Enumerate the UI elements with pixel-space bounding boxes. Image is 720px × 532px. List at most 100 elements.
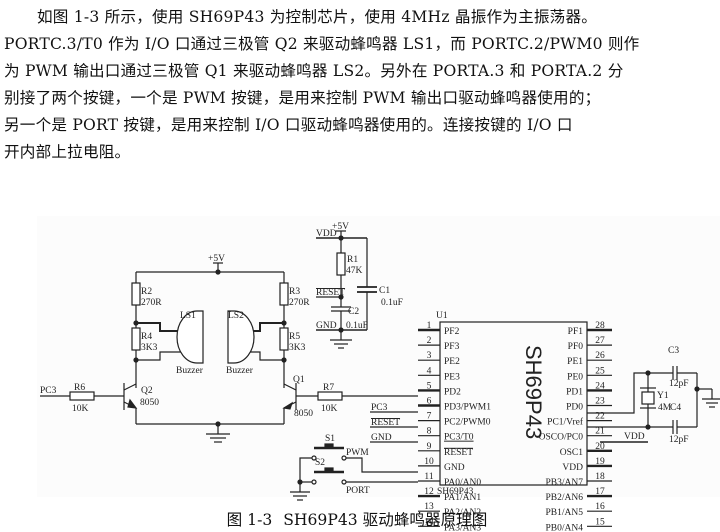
label-reset-net: RESET xyxy=(316,288,345,298)
resistor-r1 xyxy=(336,252,346,276)
label-q2-value: 8050 xyxy=(140,398,159,408)
pin-name: PD2 xyxy=(444,387,461,397)
pin-name: OSC1 xyxy=(560,448,583,458)
label-gnd: GND xyxy=(316,321,337,331)
label-s2-net: PORT xyxy=(346,486,370,496)
pin-name: PE2 xyxy=(444,357,460,367)
crystal-y1 xyxy=(641,391,655,405)
label-q1-value: 8050 xyxy=(294,409,313,419)
label-c4-ref: C4 xyxy=(670,403,681,413)
label-r1-value: 47K xyxy=(346,266,363,276)
label-r6-value: 10K xyxy=(72,404,89,414)
pin-name: PC2/PWM0 xyxy=(444,418,491,428)
pin-name: PF0 xyxy=(568,342,584,352)
pin-number: 21 xyxy=(595,427,605,437)
pin-name: PB2/AN6 xyxy=(546,493,584,503)
transistor-q1 xyxy=(282,360,297,424)
pin-name: PF3 xyxy=(444,342,460,352)
mcu-part-label: SH69P43 xyxy=(521,345,546,439)
resistor-r7 xyxy=(317,391,343,401)
pin-name: PA0/AN0 xyxy=(444,478,481,488)
label-ls1-ref: LS1 xyxy=(180,311,196,321)
label-r4-value: 3K3 xyxy=(141,343,158,353)
label-r4-ref: R4 xyxy=(141,332,152,342)
pin-name: VDD xyxy=(562,463,583,473)
label-r3-ref: R3 xyxy=(289,287,300,297)
pin-name: PA1/AN1 xyxy=(444,493,481,503)
pin-name: PA3/AN3 xyxy=(444,523,481,532)
label-c2-ref: C2 xyxy=(348,307,359,317)
label-net-reset: RESET xyxy=(371,418,400,428)
button-s2 xyxy=(311,467,347,485)
pin-name: PC3/T0 xyxy=(444,433,474,443)
paragraph-line: 如图 1-3 所示，使用 SH69P43 为控制芯片，使用 4MHz 晶振作为主… xyxy=(37,8,598,26)
pin-number: 16 xyxy=(595,502,605,512)
pin-number: 18 xyxy=(595,472,605,482)
label-y1-value: 4M xyxy=(658,403,672,413)
figure-caption: 图 1-3 SH69P43 驱动蜂鸣器原理图 xyxy=(0,508,720,530)
pin-number: 15 xyxy=(595,517,605,527)
capacitor-c4 xyxy=(672,420,678,434)
pin-name: PB0/AN4 xyxy=(546,523,584,532)
resistor-r2 xyxy=(131,282,141,306)
pin-number: 24 xyxy=(595,381,605,391)
pin-number: 1 xyxy=(427,321,432,331)
label-r7-ref: R7 xyxy=(323,383,334,393)
paragraph-line: 为 PWM 输出口通过三极管 Q1 来驱动蜂鸣器 LS2。另外在 PORTA.3… xyxy=(4,62,624,80)
pin-number: 10 xyxy=(424,457,434,467)
label-r1-ref2: R1 xyxy=(347,255,358,265)
pin-name: RESET xyxy=(444,448,473,458)
paragraph-line: 开内部上拉电阻。 xyxy=(4,143,131,161)
pin-number: 13 xyxy=(424,502,434,512)
pin-number: 17 xyxy=(595,487,605,497)
ground-symbol xyxy=(206,424,230,443)
pin-number: 26 xyxy=(595,351,605,361)
label-c2-value: 0.1uF xyxy=(346,321,368,331)
transistor-q2 xyxy=(123,360,138,424)
capacitor-c1 xyxy=(357,286,377,293)
figure-number: 图 1-3 xyxy=(226,511,273,529)
label-c3-ref: C3 xyxy=(668,346,679,356)
pin-number: 8 xyxy=(427,427,432,437)
ground-symbol-buttons xyxy=(290,486,310,501)
pin-name: PB3/AN7 xyxy=(546,478,584,488)
pin-name: PD3/PWM1 xyxy=(444,403,491,413)
pin-name: OSCO/PC0 xyxy=(539,433,584,443)
label-5v-reset: +5V xyxy=(332,222,349,232)
ground-symbol-osc xyxy=(702,389,720,408)
pin-name: PD1 xyxy=(566,387,583,397)
paragraph-line: 别接了两个按键，一个是 PWM 按键，是用来控制 PWM 输出口驱动蜂鸣器使用的… xyxy=(4,89,601,107)
buzzer-ls2 xyxy=(227,310,255,364)
label-ls2-ref: LS2 xyxy=(228,311,244,321)
pin-number: 3 xyxy=(427,351,432,361)
label-r5-value: 3K3 xyxy=(289,343,306,353)
label-r5-ref: R5 xyxy=(289,332,300,342)
label-y1-ref: Y1 xyxy=(657,391,669,401)
label-u1-footer: SH69P43 xyxy=(437,487,474,497)
pin-number: 27 xyxy=(595,336,605,346)
pin-number: 12 xyxy=(424,487,434,497)
pin-name: PE0 xyxy=(567,372,583,382)
capacitor-c3 xyxy=(672,366,678,380)
resistor-r3 xyxy=(279,282,289,306)
paragraph-line: 另一个是 PORT 按键，是用来控制 I/O 口驱动蜂鸣器使用的。连接按键的 I… xyxy=(4,116,573,134)
pin-number: 28 xyxy=(595,321,605,331)
pin-number: 5 xyxy=(427,381,432,391)
pin-name: GND xyxy=(444,463,465,473)
buzzer-ls1 xyxy=(176,310,204,364)
resistor-r5 xyxy=(279,327,289,351)
label-r7-value: 10K xyxy=(321,404,338,414)
label-s1-ref: S1 xyxy=(325,434,335,444)
pin-name: PB1/AN5 xyxy=(546,508,584,518)
label-r3-value: 270R xyxy=(289,298,310,308)
pin-name: PA2/AN2 xyxy=(444,508,481,518)
pin-number: 23 xyxy=(595,397,605,407)
label-r6-ref: R6 xyxy=(74,383,85,393)
label-c4-value: 12pF xyxy=(669,435,689,445)
pin-number: 14 xyxy=(424,517,434,527)
label-s2-ref: S2 xyxy=(315,458,325,468)
pin-name: PF2 xyxy=(444,327,460,337)
pin-number: 11 xyxy=(424,472,433,482)
label-u1-ref: U1 xyxy=(436,311,448,321)
